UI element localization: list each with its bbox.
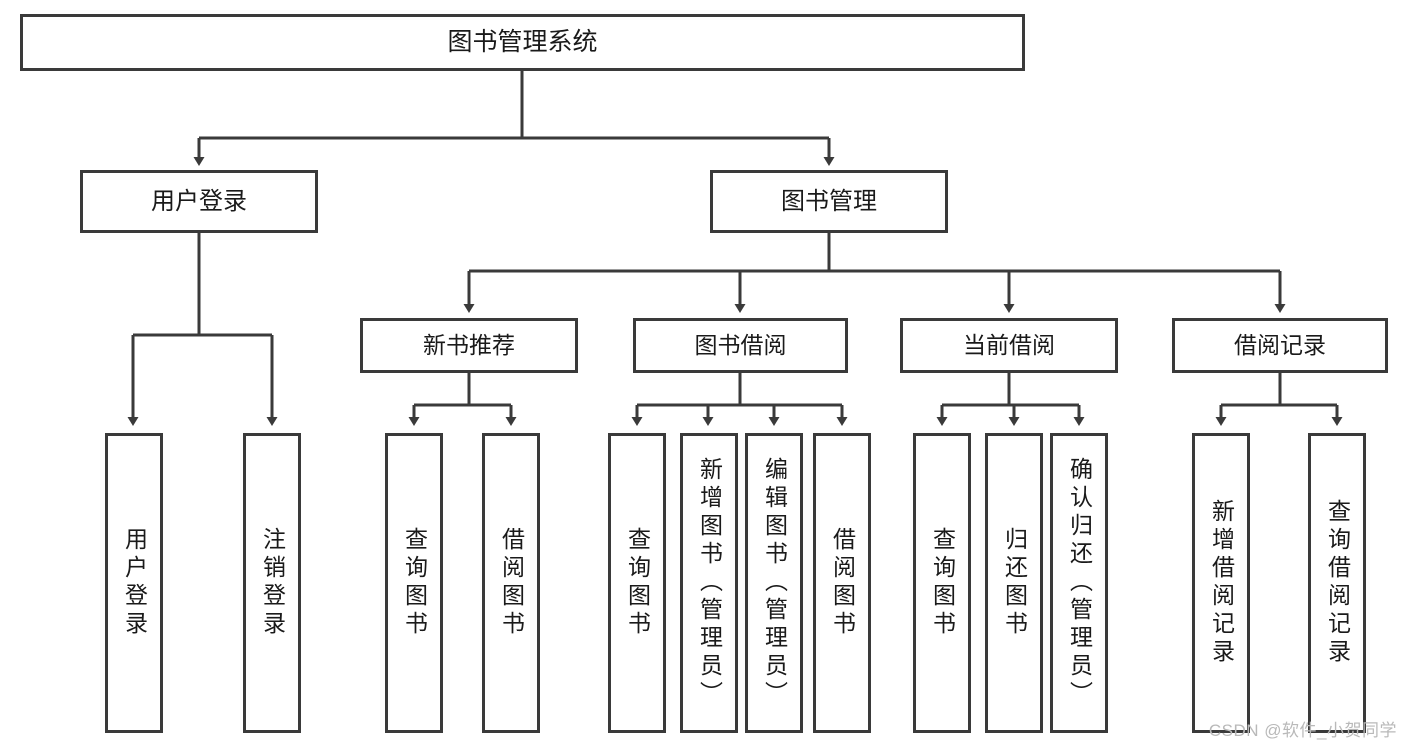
node-book-management[interactable]: 图书管理	[710, 170, 948, 233]
leaf-borrow-record-add-record[interactable]: 新增借阅记录	[1192, 433, 1250, 733]
leaf-book-borrow-add-book-admin[interactable]: 新增图书（管理员）	[680, 433, 738, 733]
node-label: 图书管理系统	[447, 28, 598, 56]
node-label: 新增图书（管理员）	[696, 457, 723, 709]
node-book-borrow[interactable]: 图书借阅	[633, 318, 848, 373]
node-label: 确认归还（管理员）	[1066, 457, 1093, 709]
leaf-new-book-borrow-book[interactable]: 借阅图书	[482, 433, 540, 733]
node-label: 借阅图书	[498, 527, 525, 639]
watermark: CSDN @软件_小贺同学	[1208, 721, 1397, 740]
node-label: 用户登录	[151, 187, 247, 215]
node-label: 新增借阅记录	[1208, 499, 1235, 667]
leaf-current-borrow-return-book[interactable]: 归还图书	[985, 433, 1043, 733]
node-label: 用户登录	[121, 527, 148, 639]
leaf-book-borrow-query-book[interactable]: 查询图书	[608, 433, 666, 733]
leaf-book-borrow-borrow-book[interactable]: 借阅图书	[813, 433, 871, 733]
node-user-login[interactable]: 用户登录	[80, 170, 318, 233]
node-label: 查询借阅记录	[1324, 499, 1351, 667]
node-label: 当前借阅	[963, 332, 1055, 358]
node-new-book-recommend[interactable]: 新书推荐	[360, 318, 578, 373]
node-root-book-management-system[interactable]: 图书管理系统	[20, 14, 1025, 71]
node-label: 查询图书	[624, 527, 651, 639]
node-label: 归还图书	[1001, 527, 1028, 639]
node-label: 新书推荐	[423, 332, 515, 358]
node-current-borrow[interactable]: 当前借阅	[900, 318, 1118, 373]
leaf-user-login-logout[interactable]: 注销登录	[243, 433, 301, 733]
node-borrow-record[interactable]: 借阅记录	[1172, 318, 1388, 373]
leaf-borrow-record-query-record[interactable]: 查询借阅记录	[1308, 433, 1366, 733]
node-label: 查询图书	[401, 527, 428, 639]
node-label: 编辑图书（管理员）	[761, 457, 788, 709]
leaf-current-borrow-query-book[interactable]: 查询图书	[913, 433, 971, 733]
node-label: 借阅记录	[1234, 332, 1326, 358]
leaf-current-borrow-confirm-return-admin[interactable]: 确认归还（管理员）	[1050, 433, 1108, 733]
leaf-book-borrow-edit-book-admin[interactable]: 编辑图书（管理员）	[745, 433, 803, 733]
node-label: 借阅图书	[829, 527, 856, 639]
node-label: 查询图书	[929, 527, 956, 639]
node-label: 图书管理	[781, 187, 877, 215]
leaf-new-book-query-book[interactable]: 查询图书	[385, 433, 443, 733]
node-label: 图书借阅	[694, 332, 787, 358]
node-label: 注销登录	[259, 527, 286, 639]
leaf-user-login-login[interactable]: 用户登录	[105, 433, 163, 733]
